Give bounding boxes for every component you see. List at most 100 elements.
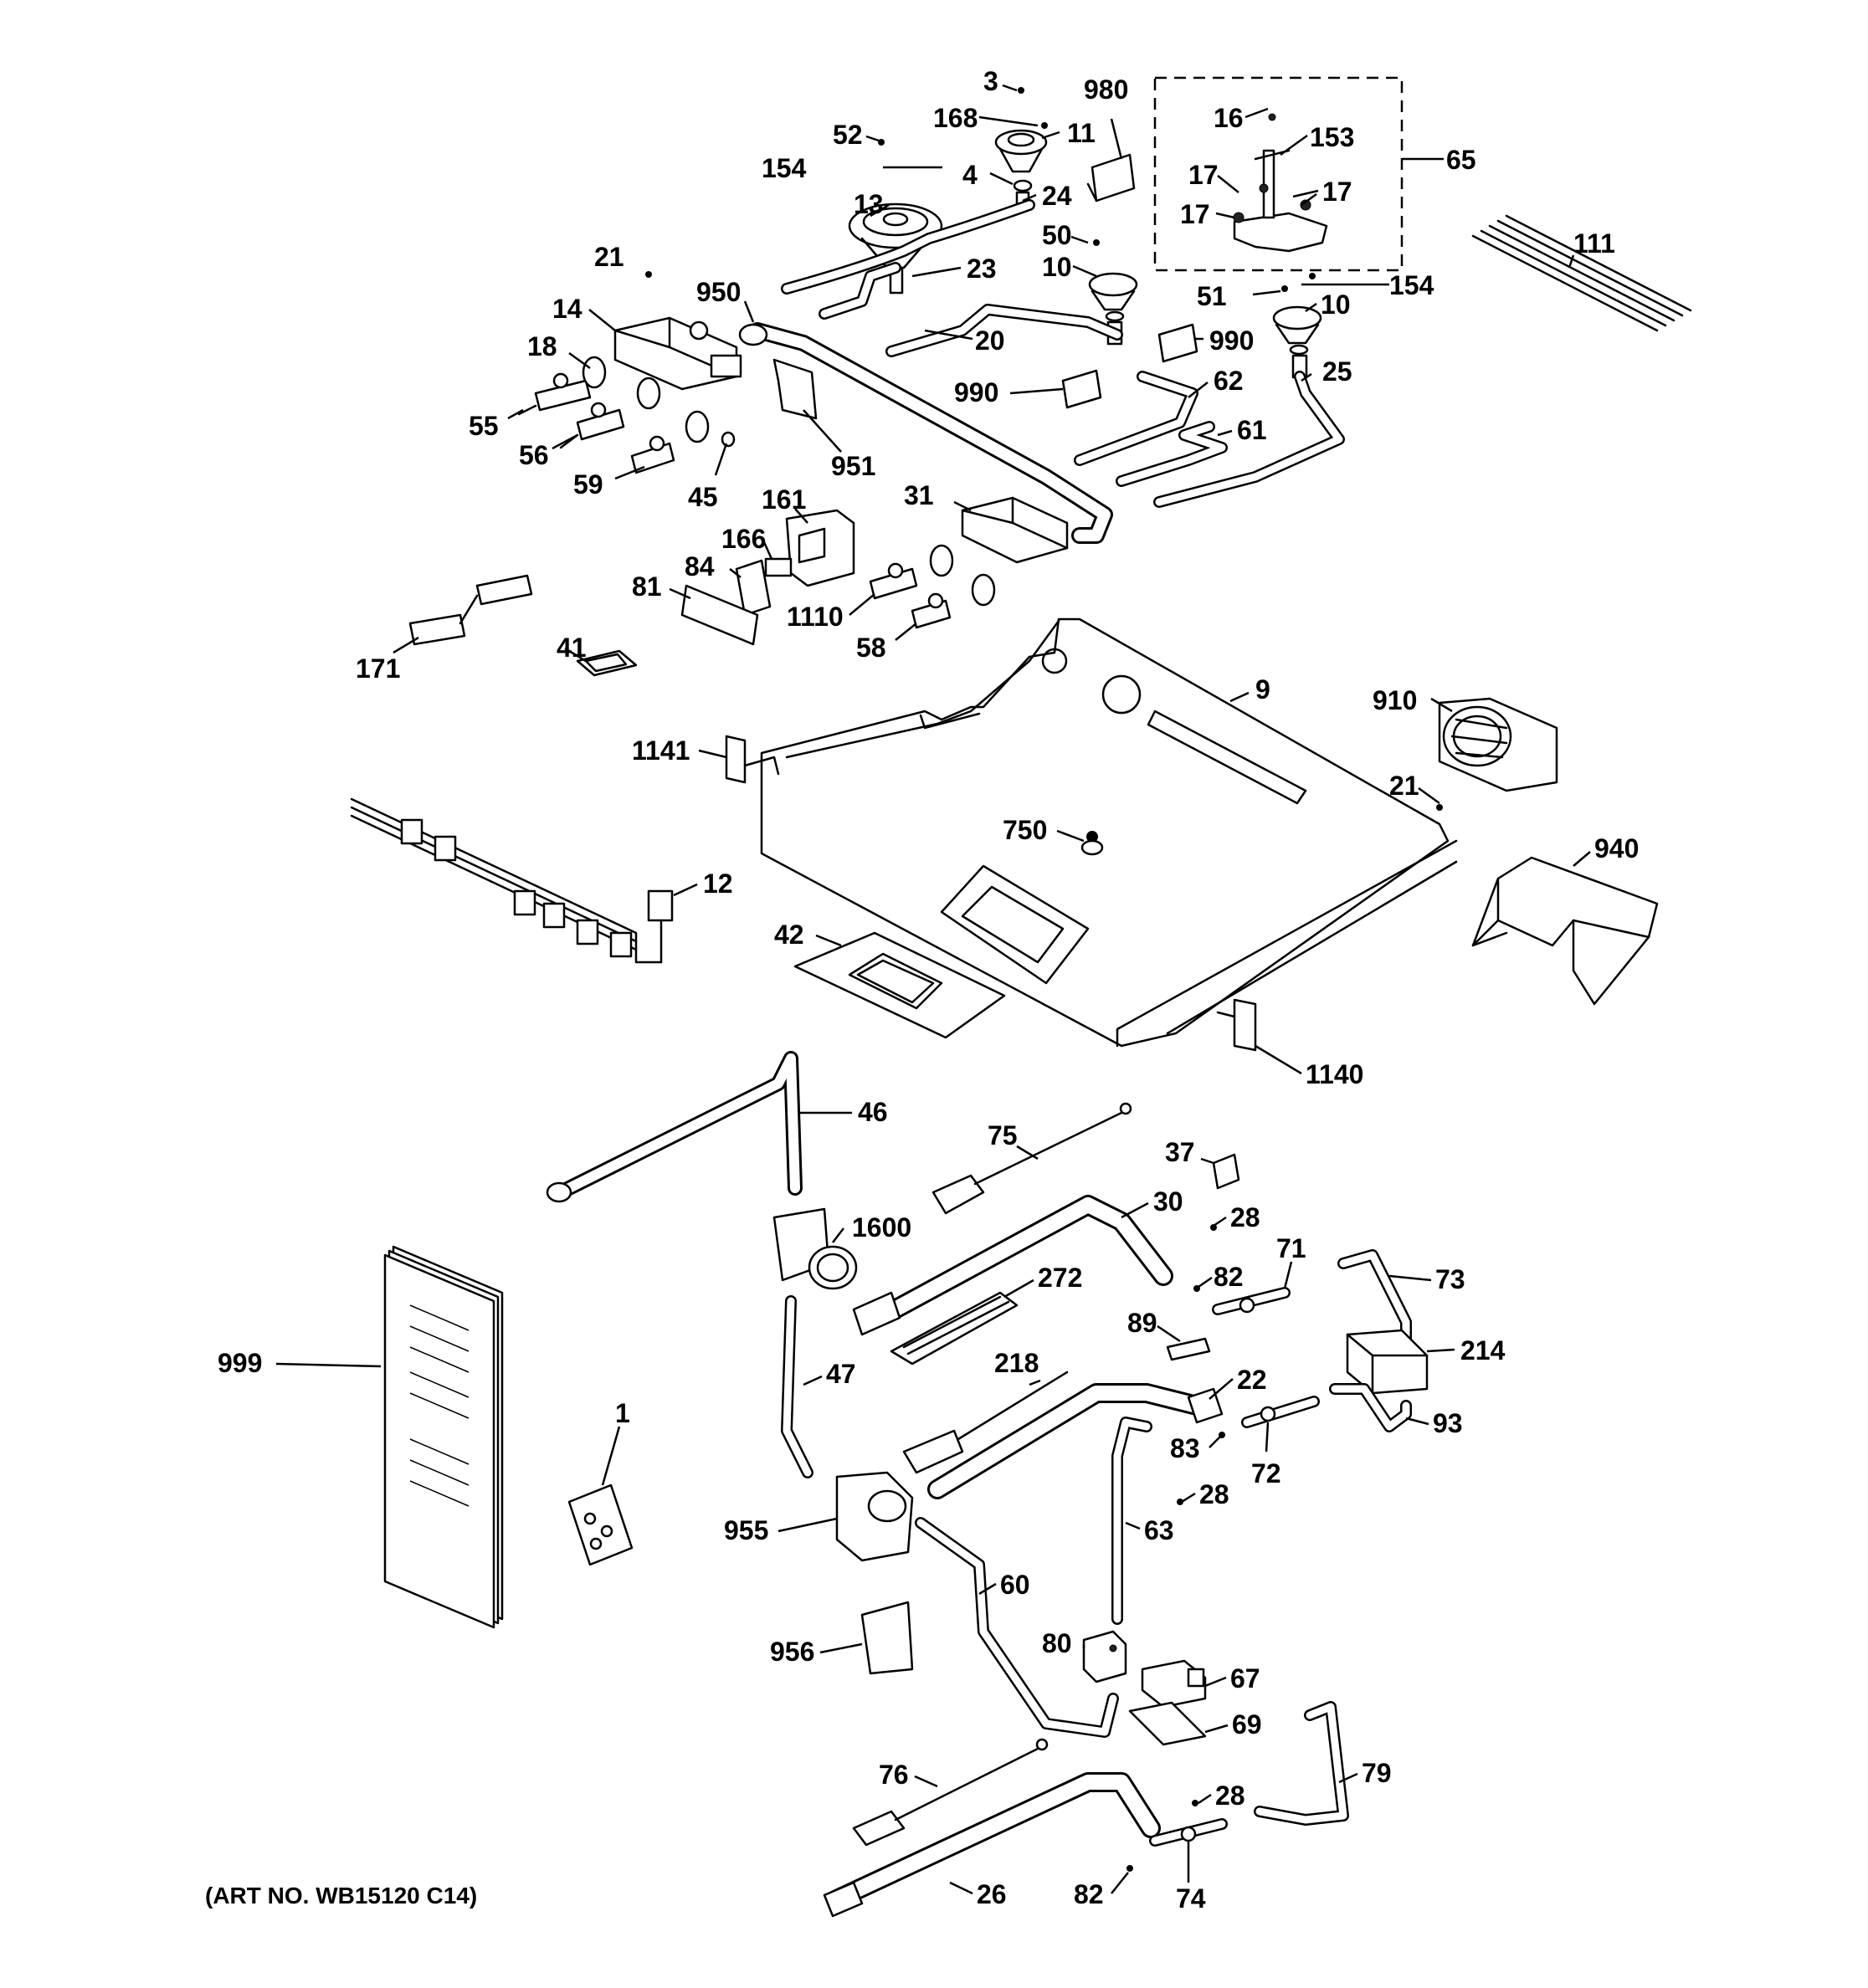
label-84: 84	[685, 551, 715, 582]
label-58: 58	[856, 633, 886, 663]
label-21b: 21	[1389, 771, 1419, 801]
plate-89	[1166, 1337, 1211, 1361]
label-75: 75	[988, 1120, 1018, 1150]
label-83: 83	[1170, 1433, 1200, 1463]
label-10a: 10	[1042, 252, 1072, 282]
plate-81	[680, 584, 759, 646]
valve-55	[517, 372, 592, 416]
label-9: 9	[1255, 674, 1270, 705]
valve-59	[630, 435, 675, 474]
clip-37	[1212, 1153, 1240, 1190]
label-82b: 82	[1074, 1879, 1104, 1909]
label-28b: 28	[1199, 1479, 1229, 1509]
base-pan-9	[760, 617, 1458, 1048]
ignitor-76	[852, 1738, 1049, 1847]
label-52: 52	[833, 120, 863, 150]
label-171: 171	[356, 653, 400, 684]
label-21a: 21	[594, 242, 624, 272]
label-980: 980	[1084, 74, 1128, 105]
burner-tube-30	[852, 1195, 1173, 1336]
label-1141: 1141	[632, 735, 690, 766]
label-10b: 10	[1321, 289, 1351, 320]
label-956: 956	[770, 1637, 814, 1667]
label-1: 1	[615, 1398, 630, 1428]
label-80: 80	[1042, 1628, 1072, 1658]
label-20: 20	[975, 325, 1005, 356]
label-950: 950	[696, 277, 741, 307]
label-17a: 17	[1188, 160, 1219, 190]
label-25: 25	[1322, 356, 1352, 387]
label-41: 41	[557, 633, 587, 663]
label-11: 11	[1067, 118, 1096, 148]
gas-pipe-60	[915, 1517, 1119, 1738]
burner-tube-22	[927, 1383, 1224, 1499]
label-67: 67	[1230, 1663, 1260, 1693]
label-74: 74	[1176, 1883, 1206, 1914]
burner-cap-11	[994, 129, 1048, 211]
label-17c: 17	[1180, 199, 1210, 229]
label-18: 18	[527, 331, 557, 361]
label-89: 89	[1127, 1308, 1157, 1338]
label-23: 23	[967, 254, 997, 284]
disc-18	[582, 356, 607, 389]
label-154a: 154	[762, 153, 807, 183]
part-166	[764, 557, 793, 577]
burner-tube-26	[823, 1772, 1161, 1918]
art-number: (ART NO. WB15120 C14)	[205, 1883, 477, 1909]
leader-lines	[275, 84, 1591, 1895]
part-161	[785, 509, 855, 587]
label-990a: 990	[1209, 325, 1254, 356]
label-28a: 28	[1230, 1202, 1260, 1232]
label-37: 37	[1165, 1137, 1195, 1167]
label-1110: 1110	[787, 602, 844, 632]
ignitor-75	[931, 1102, 1132, 1215]
part-67	[1141, 1659, 1207, 1709]
label-65: 65	[1446, 145, 1476, 175]
manifold-pipe-950	[738, 322, 1113, 544]
label-951: 951	[831, 451, 875, 481]
part-750	[1080, 839, 1104, 856]
burner-153-group	[1233, 113, 1328, 253]
label-1140: 1140	[1306, 1059, 1363, 1089]
gas-pipe-79	[1254, 1701, 1349, 1826]
burner-10-right	[1272, 305, 1322, 379]
label-42: 42	[774, 920, 804, 950]
bracket-980	[1086, 153, 1136, 202]
label-55: 55	[469, 411, 499, 441]
label-990b: 990	[954, 377, 998, 407]
blower-910	[1438, 697, 1558, 792]
plate-84	[735, 559, 772, 617]
bracket-69	[1128, 1701, 1207, 1746]
label-93: 93	[1433, 1408, 1463, 1438]
label-161: 161	[762, 484, 806, 515]
valve-955	[835, 1471, 914, 1562]
label-26: 26	[977, 1879, 1007, 1909]
gas-pipe-63	[1111, 1417, 1152, 1625]
label-999: 999	[218, 1348, 262, 1378]
label-22: 22	[1237, 1365, 1267, 1395]
plate-42	[793, 931, 1006, 1039]
label-3: 3	[983, 66, 998, 96]
label-82a: 82	[1214, 1262, 1244, 1292]
label-166: 166	[721, 524, 766, 554]
label-272: 272	[1038, 1263, 1082, 1293]
label-940: 940	[1594, 833, 1639, 863]
label-1600: 1600	[852, 1212, 911, 1242]
label-51: 51	[1197, 281, 1227, 311]
burner-assembly-group-65	[1153, 76, 1444, 272]
label-154b: 154	[1389, 270, 1434, 300]
label-12: 12	[703, 868, 733, 899]
part-111-rods	[1471, 214, 1692, 332]
gas-pipe-93	[1329, 1383, 1412, 1432]
label-73: 73	[1435, 1264, 1465, 1294]
label-17b: 17	[1322, 177, 1352, 207]
bracket-1140	[1216, 998, 1257, 1052]
label-28c: 28	[1215, 1780, 1245, 1811]
label-71: 71	[1276, 1233, 1306, 1263]
part-80	[1082, 1630, 1127, 1683]
label-63: 63	[1144, 1515, 1174, 1545]
discs-31	[929, 544, 996, 607]
gas-pipe-46	[546, 1051, 803, 1203]
label-153: 153	[1310, 122, 1354, 152]
